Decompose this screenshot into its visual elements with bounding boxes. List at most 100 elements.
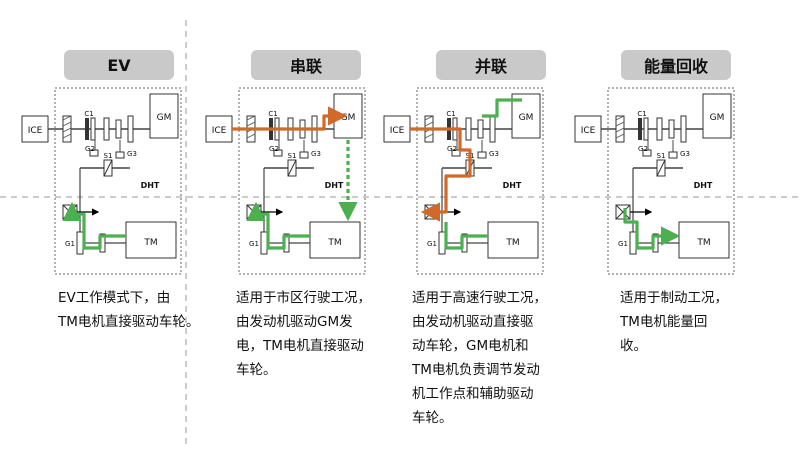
ice-label: ICE [581,126,596,136]
mode-title-parallel: 并联 [436,50,546,80]
parallel-gm-assist-path [482,98,522,118]
gear [477,119,484,139]
differential-cross [615,204,631,220]
dht-label: DHT [694,181,713,190]
mode-description-parallel: 适用于高速行驶工况， 由发动机驱动直接驱 动车轮，GM电机和 TM电机负责调节发… [412,290,547,426]
synchronizer-mark [656,159,666,177]
tm-box [487,221,539,259]
clutch-plate [85,118,89,140]
gear-g1 [629,231,637,255]
gear-g3 [299,151,309,159]
mode-description-series: 适用于市区行驶工况， 由发动机驱动GM发 电，TM电机直接驱动 车轮。 [236,290,371,378]
gear-g3 [668,151,678,159]
series-ice-to-gm-path [232,106,348,131]
gear-g2 [273,149,283,157]
s1-label: S1 [288,152,297,160]
c1-label: C1 [268,110,277,118]
gear-g2 [89,149,99,157]
parallel-ice-drive-path [410,127,472,222]
gear [680,115,687,143]
tm-label: TM [327,238,341,248]
g3-label: G3 [311,150,321,158]
damper-hatch [424,121,434,127]
gm-box [702,93,732,139]
gear [668,119,675,139]
gear [103,117,110,141]
gear-g1 [76,231,84,255]
clutch-plate [643,117,649,141]
ice-label: ICE [28,126,43,136]
g1-label: G1 [427,240,437,248]
tm-label: TM [505,238,519,248]
gear [489,115,496,143]
tm-box [309,221,361,259]
c1-label: C1 [84,110,93,118]
gear [127,115,134,143]
damper-hatch [615,133,625,139]
damper-hatch [615,115,625,121]
synchronizer-mark [287,159,297,177]
s1-label: S1 [657,152,666,160]
tm-label: TM [696,238,710,248]
g1-label: G1 [249,240,259,248]
mode-title-ev: EV [64,50,174,80]
dht-label: DHT [141,181,160,190]
clutch-plate [90,117,96,141]
damper-hatch [62,127,72,133]
gear-g1 [260,231,268,255]
mode-title-regen: 能量回收 [621,50,731,80]
g2-label: G2 [269,145,279,153]
ev-tm-drive-path [62,201,126,250]
regen-path [623,208,681,250]
gear-g3 [115,151,125,159]
damper-hatch [424,115,434,121]
tm-label: TM [143,238,157,248]
damper-hatch [62,121,72,127]
parallel-tm-assist-path [444,222,488,250]
c1-label: C1 [446,110,455,118]
gear [656,117,663,141]
mode-description-regen: 适用于制动工况， TM电机能量回 收。 [620,290,728,354]
damper-hatch [62,133,72,139]
dht-label: DHT [503,181,522,190]
damper-hatch [62,115,72,121]
g3-label: G3 [127,150,137,158]
gear-g1 [438,231,446,255]
ice-label: ICE [212,126,227,136]
gear-g3 [477,151,487,159]
g3-label: G3 [680,150,690,158]
gm-label: GM [519,113,534,123]
damper-hatch [246,121,256,127]
mode-description-ev: EV工作模式下，由 TM电机直接驱动车轮。 [58,290,200,330]
g2-label: G2 [447,145,457,153]
gm-label: GM [157,113,172,123]
gear-g2 [642,149,652,157]
gm-label: GM [341,113,356,123]
tm-box [125,221,177,259]
gear-g2 [451,149,461,157]
ice-label: ICE [390,126,405,136]
gm-box [149,93,179,139]
g1-label: G1 [65,240,75,248]
tm-box [678,221,730,259]
g1-label: G1 [618,240,628,248]
series-tm-drive-path [246,201,310,250]
s1-label: S1 [104,152,113,160]
gear [465,117,472,141]
gm-label: GM [710,113,725,123]
clutch-plate [638,118,642,140]
damper-hatch [615,121,625,127]
g2-label: G2 [85,145,95,153]
ice-box [383,115,411,143]
damper-hatch [246,133,256,139]
g3-label: G3 [489,150,499,158]
g2-label: G2 [638,145,648,153]
synchronizer-mark [103,159,113,177]
damper-hatch [246,115,256,121]
dht-label: DHT [325,181,344,190]
c1-label: C1 [637,110,646,118]
gear [115,119,122,139]
